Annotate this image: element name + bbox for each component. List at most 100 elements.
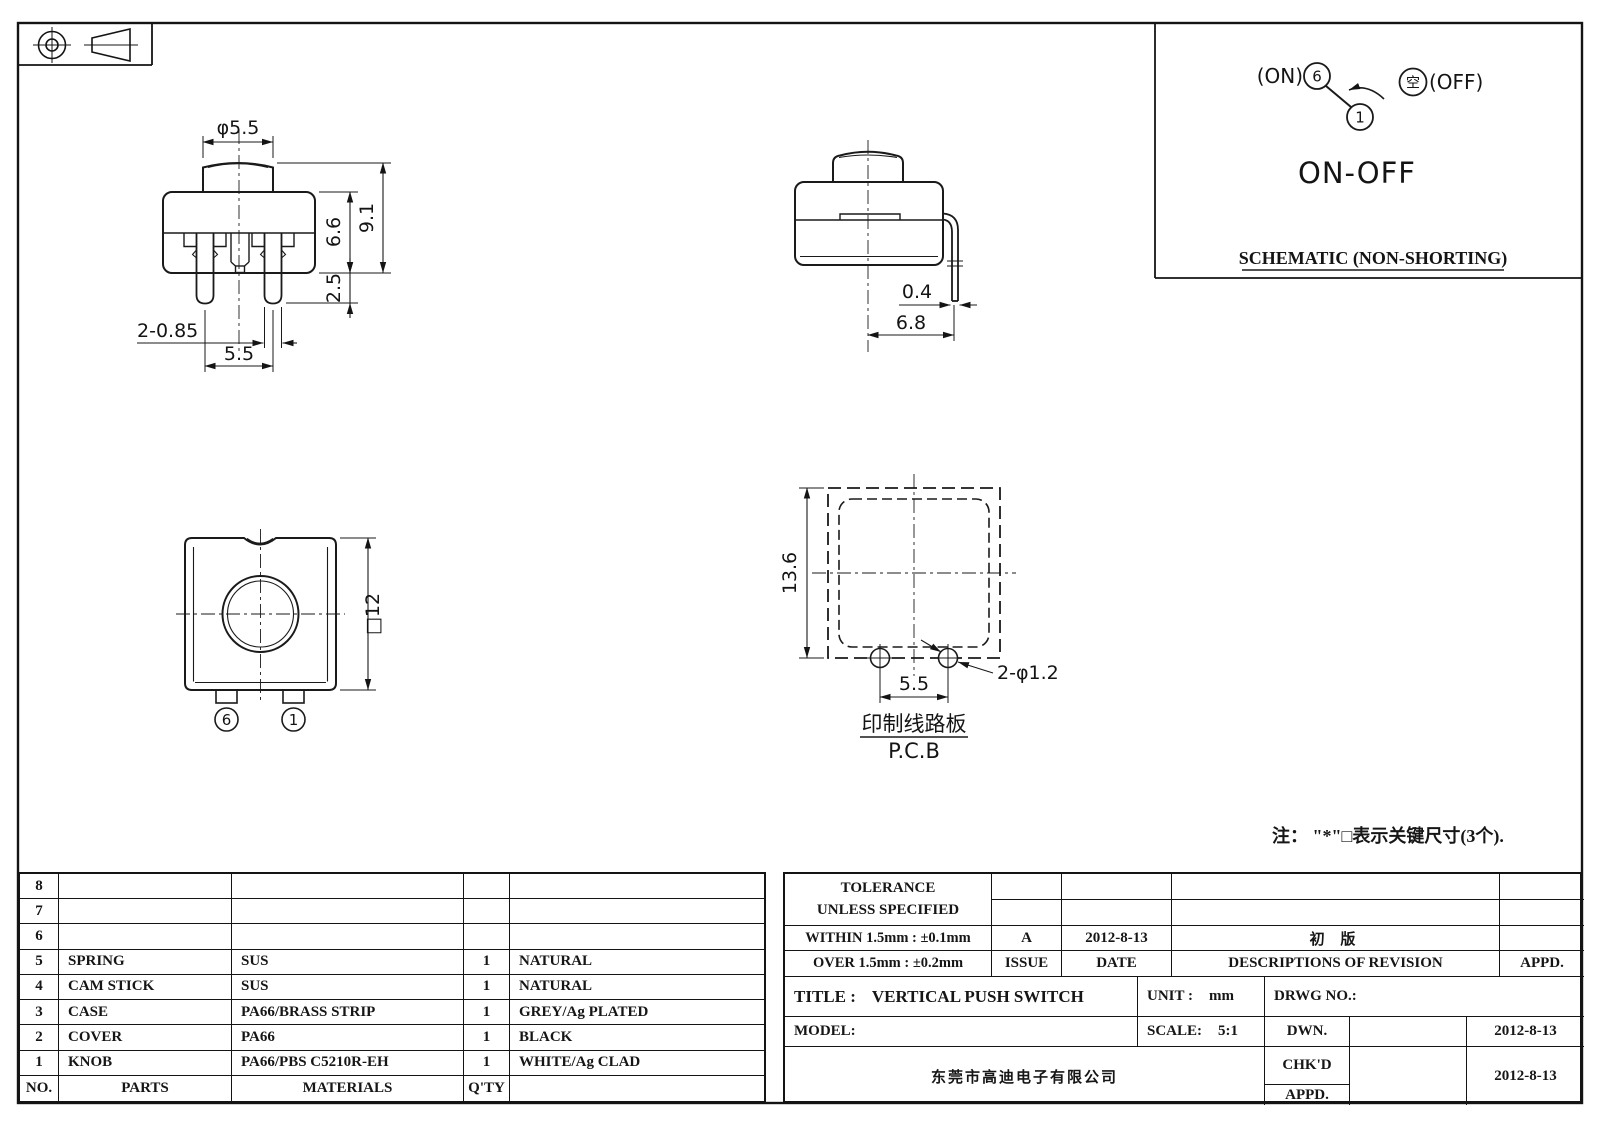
chkd-label: CHK'D — [1265, 1047, 1350, 1085]
parts-row-qty: 1 — [464, 949, 510, 975]
schematic-terminal-1: 1 — [1355, 109, 1365, 127]
parts-row-qty — [464, 874, 510, 900]
parts-row-color: BLACK — [510, 1025, 764, 1051]
chkd-signature-cell — [1350, 1047, 1467, 1105]
chkd-date: 2012-8-13 — [1494, 1067, 1557, 1084]
parts-row-name — [59, 874, 232, 900]
parts-row-material: SUS — [232, 974, 464, 1001]
dwn-label: DWN. — [1265, 1017, 1350, 1047]
tolerance-line2: UNLESS SPECIFIED — [816, 901, 960, 918]
revision-cell-empty — [1062, 874, 1172, 900]
parts-row-no: 8 — [20, 874, 59, 900]
dim-knob-diameter: φ5.5 — [217, 117, 260, 139]
revision-cell-empty — [992, 900, 1062, 926]
parts-row-material: PA66 — [232, 1025, 464, 1051]
pcb-label-cn: 印制线路板 — [862, 712, 967, 736]
sheet-frame — [16, 21, 1584, 1105]
dim-pin-pitch: 5.5 — [224, 343, 254, 365]
revision-cell-empty — [1062, 900, 1172, 926]
dim-hole-diameter: 2-φ1.2 — [997, 662, 1059, 684]
parts-row-no: 2 — [20, 1025, 59, 1051]
parts-row-color — [510, 899, 764, 925]
dim-pin-width: 2-0.85 — [137, 320, 198, 342]
schematic-off-label: (OFF) — [1429, 70, 1483, 94]
revision-cell-empty — [1500, 874, 1584, 900]
parts-header-parts: PARTS — [59, 1075, 232, 1101]
parts-row-no: 1 — [20, 1050, 59, 1076]
title-value: VERTICAL PUSH SWITCH — [871, 986, 1084, 1006]
parts-row-color — [510, 924, 764, 950]
appd-label-2: APPD. — [1265, 1085, 1350, 1105]
front-view — [137, 130, 391, 372]
dim-pin-thickness: 0.4 — [902, 281, 932, 303]
projection-symbols-icon — [33, 27, 138, 63]
parts-row-qty: 1 — [464, 1050, 510, 1076]
unit-value: mm — [1208, 988, 1234, 1004]
date-value: 2012-8-13 — [1062, 926, 1172, 951]
revision-cell-empty — [1172, 874, 1500, 900]
parts-row-color: GREY/Ag PLATED — [510, 1000, 764, 1026]
unit-label: UNIT : — [1147, 988, 1193, 1004]
parts-row-name: SPRING — [59, 949, 232, 975]
parts-header-color — [510, 1076, 764, 1101]
parts-row-name: CASE — [59, 1000, 232, 1026]
parts-header-materials: MATERIALS — [232, 1075, 464, 1101]
parts-row-qty: 1 — [464, 974, 510, 1001]
scale-value: 5:1 — [1218, 1023, 1239, 1039]
dwn-date: 2012-8-13 — [1467, 1017, 1584, 1047]
model-cell: MODEL: — [785, 1017, 1138, 1047]
revision-cell-empty — [1172, 900, 1500, 926]
parts-row-qty — [464, 899, 510, 925]
bottom-view — [176, 529, 376, 732]
tolerance-within: WITHIN 1.5mm : ±0.1mm — [785, 926, 992, 951]
company-name: 东莞市高迪电子有限公司 — [785, 1047, 1265, 1105]
dim-pin-offset: 6.8 — [896, 312, 926, 334]
parts-row-material — [232, 924, 464, 950]
drawing-title: TITLE : VERTICAL PUSH SWITCH — [785, 977, 1138, 1017]
parts-row-color: NATURAL — [510, 950, 764, 975]
tolerance-header: TOLERANCE UNLESS SPECIFIED — [785, 874, 992, 926]
schematic-mode-label: ON-OFF — [1298, 156, 1416, 190]
dim-hole-pitch: 5.5 — [899, 673, 929, 695]
parts-row-color: NATURAL — [510, 975, 764, 1001]
parts-row-material: SUS — [232, 949, 464, 975]
parts-row-no: 5 — [20, 949, 59, 975]
unit-cell: UNIT : mm — [1138, 977, 1265, 1017]
parts-header-qty: Q'TY — [464, 1075, 510, 1101]
dim-pcb-height: 13.6 — [779, 552, 801, 594]
parts-row-material: PA66/BRASS STRIP — [232, 1000, 464, 1026]
parts-row-no: 4 — [20, 974, 59, 1001]
revision-description-label: DESCRIPTIONS OF REVISION — [1172, 951, 1500, 977]
tolerance-over: OVER 1.5mm : ±0.2mm — [785, 951, 992, 977]
parts-row-no: 3 — [20, 1000, 59, 1026]
schematic-caption: SCHEMATIC (NON-SHORTING) — [1239, 248, 1508, 269]
dim-body-height: 6.6 — [323, 217, 345, 247]
schematic-panel — [1242, 62, 1504, 271]
parts-row-material — [232, 899, 464, 925]
terminal-6-label: 6 — [222, 711, 232, 729]
drwg-no-cell: DRWG NO.: — [1265, 977, 1584, 1017]
parts-list-table: 8 7 6 5 SPRING SUS 1 NATURAL 4 CAM STICK… — [18, 872, 766, 1103]
dim-total-height: 9.1 — [356, 203, 378, 233]
dwn-signature-cell — [1350, 1017, 1467, 1047]
dim-pin-length: 2.5 — [323, 273, 345, 303]
date-label: DATE — [1062, 951, 1172, 977]
scale-label: SCALE: — [1147, 1023, 1203, 1039]
parts-row-qty — [464, 924, 510, 950]
schematic-kong-symbol: 空 — [1406, 76, 1420, 92]
revision-description-value: 初 版 — [1172, 926, 1500, 951]
revision-appd-value — [1500, 926, 1584, 951]
parts-row-material — [232, 874, 464, 900]
parts-header-no: NO. — [20, 1075, 59, 1101]
schematic-on-label: (ON) — [1257, 64, 1303, 88]
parts-row-name: CAM STICK — [59, 974, 232, 1001]
key-dimension-note: 注： "*"□表示关键尺寸(3个). — [1272, 826, 1504, 846]
parts-row-color: WHITE/Ag CLAD — [510, 1051, 764, 1076]
parts-row-qty: 1 — [464, 1000, 510, 1026]
parts-row-name: KNOB — [59, 1050, 232, 1076]
scale-cell: SCALE: 5:1 — [1138, 1017, 1265, 1047]
title-label: TITLE : — [794, 986, 856, 1006]
appd-label: APPD. — [1500, 951, 1584, 977]
